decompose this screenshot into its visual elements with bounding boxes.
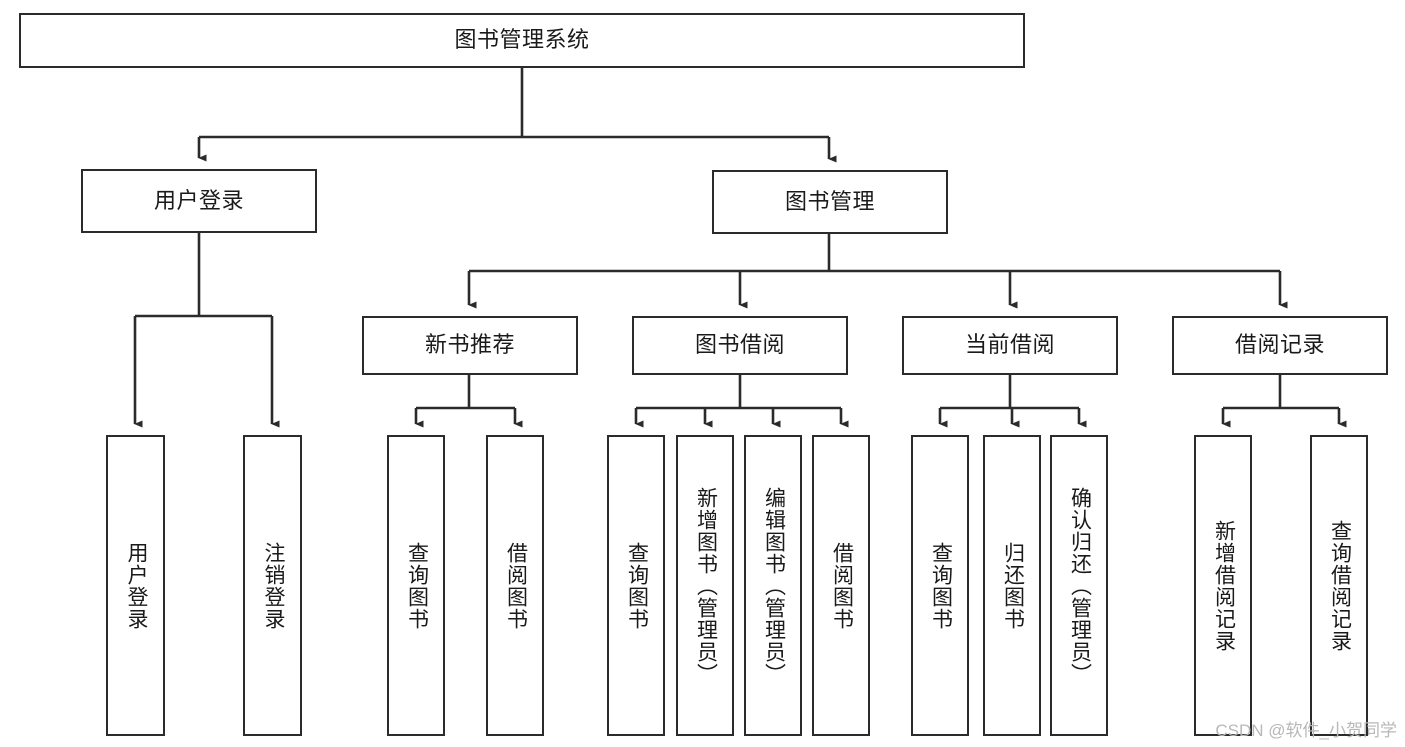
leaf-return-book[interactable]: 归还图书	[983, 435, 1041, 736]
node-root[interactable]: 图书管理系统	[19, 13, 1025, 68]
leaf-user-logout-label: 注销登录	[261, 541, 285, 630]
leaf-query-book-recommend[interactable]: 查询图书	[387, 435, 445, 736]
node-book-borrow-label: 图书借阅	[694, 332, 785, 358]
leaf-edit-book[interactable]: 编辑图书（管理员）	[744, 435, 802, 736]
node-book-manage-label: 图书管理	[784, 188, 875, 214]
leaf-query-book-recommend-label: 查询图书	[405, 541, 429, 630]
node-new-book-recommend[interactable]: 新书推荐	[362, 316, 578, 375]
node-new-book-recommend-label: 新书推荐	[424, 332, 515, 358]
leaf-confirm-return[interactable]: 确认归还（管理员）	[1050, 435, 1108, 736]
leaf-add-book[interactable]: 新增图书（管理员）	[676, 435, 734, 736]
leaf-return-book-label: 归还图书	[1001, 541, 1025, 630]
node-current-borrow[interactable]: 当前借阅	[902, 316, 1118, 375]
leaf-borrow-book-recommend-label: 借阅图书	[504, 541, 528, 630]
leaf-user-login-label: 用户登录	[124, 541, 148, 630]
leaf-borrow-book-recommend[interactable]: 借阅图书	[486, 435, 544, 736]
node-user-login-label: 用户登录	[153, 187, 244, 213]
leaf-user-logout[interactable]: 注销登录	[243, 435, 302, 736]
node-root-label: 图书管理系统	[454, 27, 590, 53]
leaf-add-book-label: 新增图书（管理员）	[694, 486, 718, 685]
leaf-query-book-borrow-label: 查询图书	[625, 541, 649, 630]
node-current-borrow-label: 当前借阅	[964, 332, 1055, 358]
leaf-borrow-book-label: 借阅图书	[830, 541, 854, 630]
leaf-query-book-current-label: 查询图书	[929, 541, 953, 630]
node-book-borrow[interactable]: 图书借阅	[632, 316, 848, 375]
node-book-manage[interactable]: 图书管理	[712, 170, 948, 234]
leaf-edit-book-label: 编辑图书（管理员）	[762, 486, 786, 685]
leaf-add-borrow-record-label: 新增借阅记录	[1212, 519, 1236, 652]
node-user-login[interactable]: 用户登录	[81, 169, 317, 233]
leaf-user-login[interactable]: 用户登录	[106, 435, 165, 736]
node-borrow-record[interactable]: 借阅记录	[1172, 316, 1388, 375]
leaf-query-borrow-record[interactable]: 查询借阅记录	[1310, 435, 1368, 736]
leaf-query-book-borrow[interactable]: 查询图书	[607, 435, 665, 736]
leaf-borrow-book[interactable]: 借阅图书	[812, 435, 870, 736]
leaf-query-book-current[interactable]: 查询图书	[911, 435, 969, 736]
leaf-query-borrow-record-label: 查询借阅记录	[1328, 519, 1352, 652]
leaf-confirm-return-label: 确认归还（管理员）	[1068, 486, 1092, 685]
node-borrow-record-label: 借阅记录	[1234, 332, 1325, 358]
leaf-add-borrow-record[interactable]: 新增借阅记录	[1194, 435, 1252, 736]
